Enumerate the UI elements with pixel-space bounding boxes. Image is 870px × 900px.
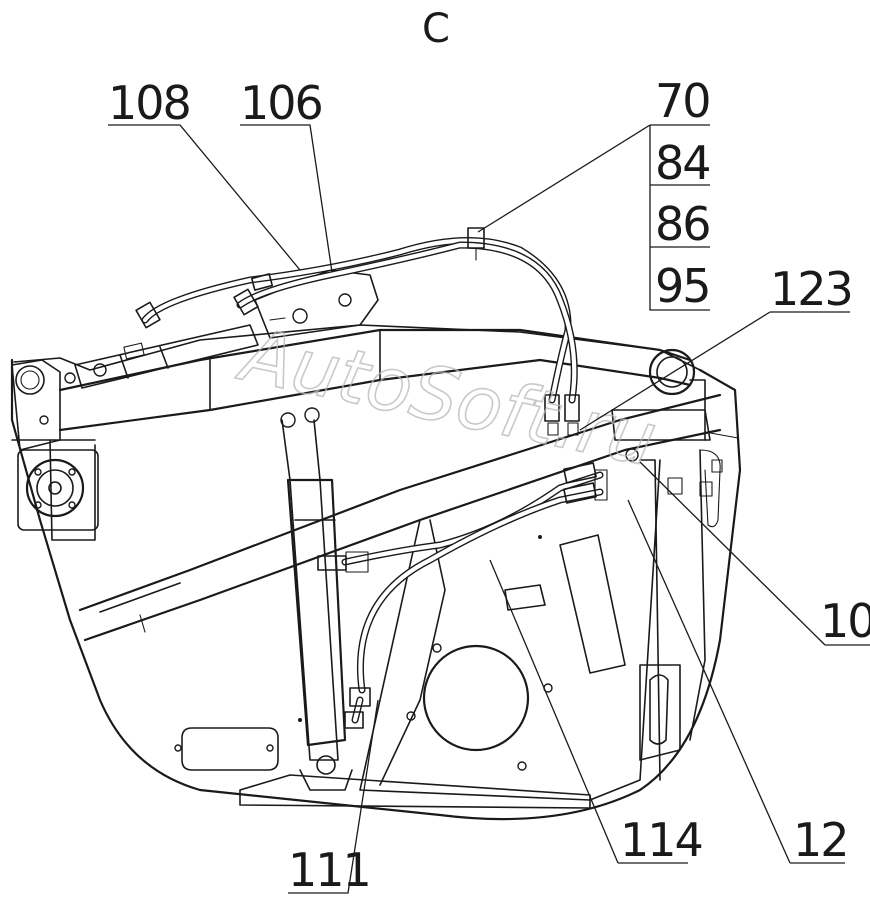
upper-cylinder — [74, 324, 259, 389]
callout-106: 106 — [240, 76, 322, 130]
callout-84: 84 — [655, 136, 710, 190]
view-label: C — [422, 6, 450, 52]
callout-111: 111 — [288, 843, 370, 897]
right-wiring — [625, 448, 723, 528]
callout-numbers: 108 106 70 84 86 95 123 10 111 114 12 — [108, 74, 870, 897]
callout-86: 86 — [655, 197, 710, 251]
callout-108: 108 — [108, 76, 190, 130]
bottom-slot — [174, 727, 279, 771]
bottom-rail — [239, 774, 591, 809]
callout-123: 123 — [770, 262, 852, 316]
leader-lines — [108, 124, 870, 894]
callout-114: 114 — [620, 813, 702, 867]
callout-70: 70 — [655, 74, 710, 128]
lower-plate — [298, 449, 706, 801]
callout-12: 12 — [793, 813, 848, 867]
hydraulic-hoses — [141, 237, 604, 724]
callout-10: 10 — [820, 594, 870, 648]
watermark: AutoSoft.ru — [231, 311, 664, 483]
left-housing — [11, 359, 99, 531]
callout-95: 95 — [655, 259, 710, 313]
hose-fittings — [135, 227, 608, 729]
lift-cylinder — [280, 407, 353, 791]
